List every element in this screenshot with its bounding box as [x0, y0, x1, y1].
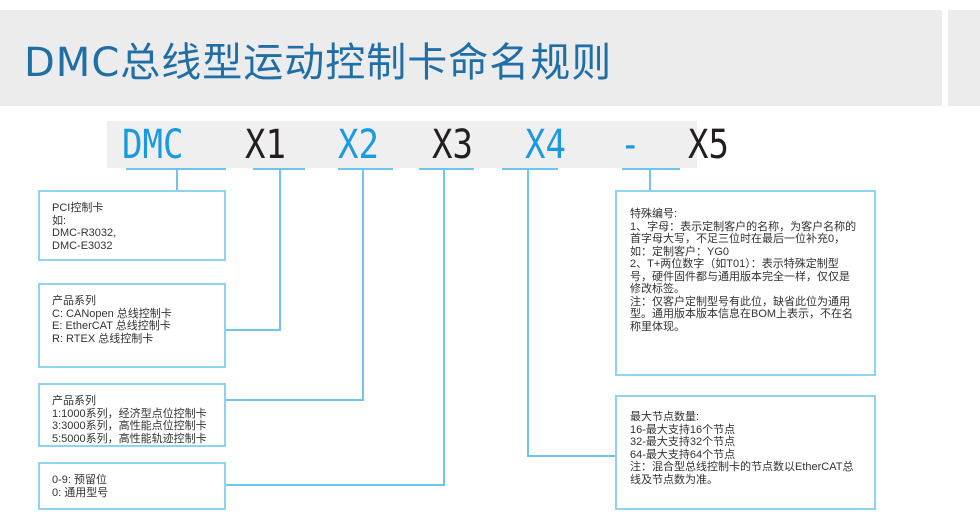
desc-x5: 特殊编号: 1、字母：表示定制客户的名称，为客户名称的首字母大写，不足三位时在最… [615, 190, 876, 376]
code-x5: X5 [688, 122, 729, 168]
code-dmc: DMC [122, 122, 184, 168]
underline-x2 [338, 168, 393, 170]
connector-x1-h [225, 329, 281, 331]
desc-x2: 产品系列 1:1000系列，经济型点位控制卡 3:3000系列，高性能点位控制卡… [38, 383, 226, 447]
header-side-band [948, 10, 980, 106]
desc-x3: 0-9: 预留位 0: 通用型号 [38, 462, 226, 510]
code-x1: X1 [245, 122, 286, 168]
underline-x4 [502, 168, 558, 170]
code-x4: X4 [525, 122, 566, 168]
code-x2: X2 [338, 122, 379, 168]
connector-x2 [362, 168, 364, 400]
underline-x3 [419, 168, 474, 170]
connector-x4-h [527, 455, 617, 457]
desc-x4: 最大节点数量: 16-最大支持16个节点 32-最大支持32个节点 64-最大支… [615, 395, 876, 510]
connector-x3 [443, 168, 445, 485]
connector-x5 [649, 168, 651, 190]
page-title: DMC总线型运动控制卡命名规则 [24, 40, 613, 86]
underline-dash [622, 168, 680, 170]
desc-x1: 产品系列 C: CANopen 总线控制卡 E: EtherCAT 总线控制卡 … [38, 283, 226, 368]
connector-x3-h [225, 484, 445, 486]
connector-x4 [527, 168, 529, 456]
desc-dmc: PCI控制卡 如: DMC-R3032, DMC-E3032 [38, 190, 226, 261]
connector-x2-h [225, 399, 364, 401]
connector-dmc [176, 168, 178, 190]
code-dash: - [620, 122, 641, 168]
code-x3: X3 [432, 122, 473, 168]
header-band [0, 10, 942, 106]
connector-x1 [279, 168, 281, 330]
code-band [107, 121, 697, 168]
